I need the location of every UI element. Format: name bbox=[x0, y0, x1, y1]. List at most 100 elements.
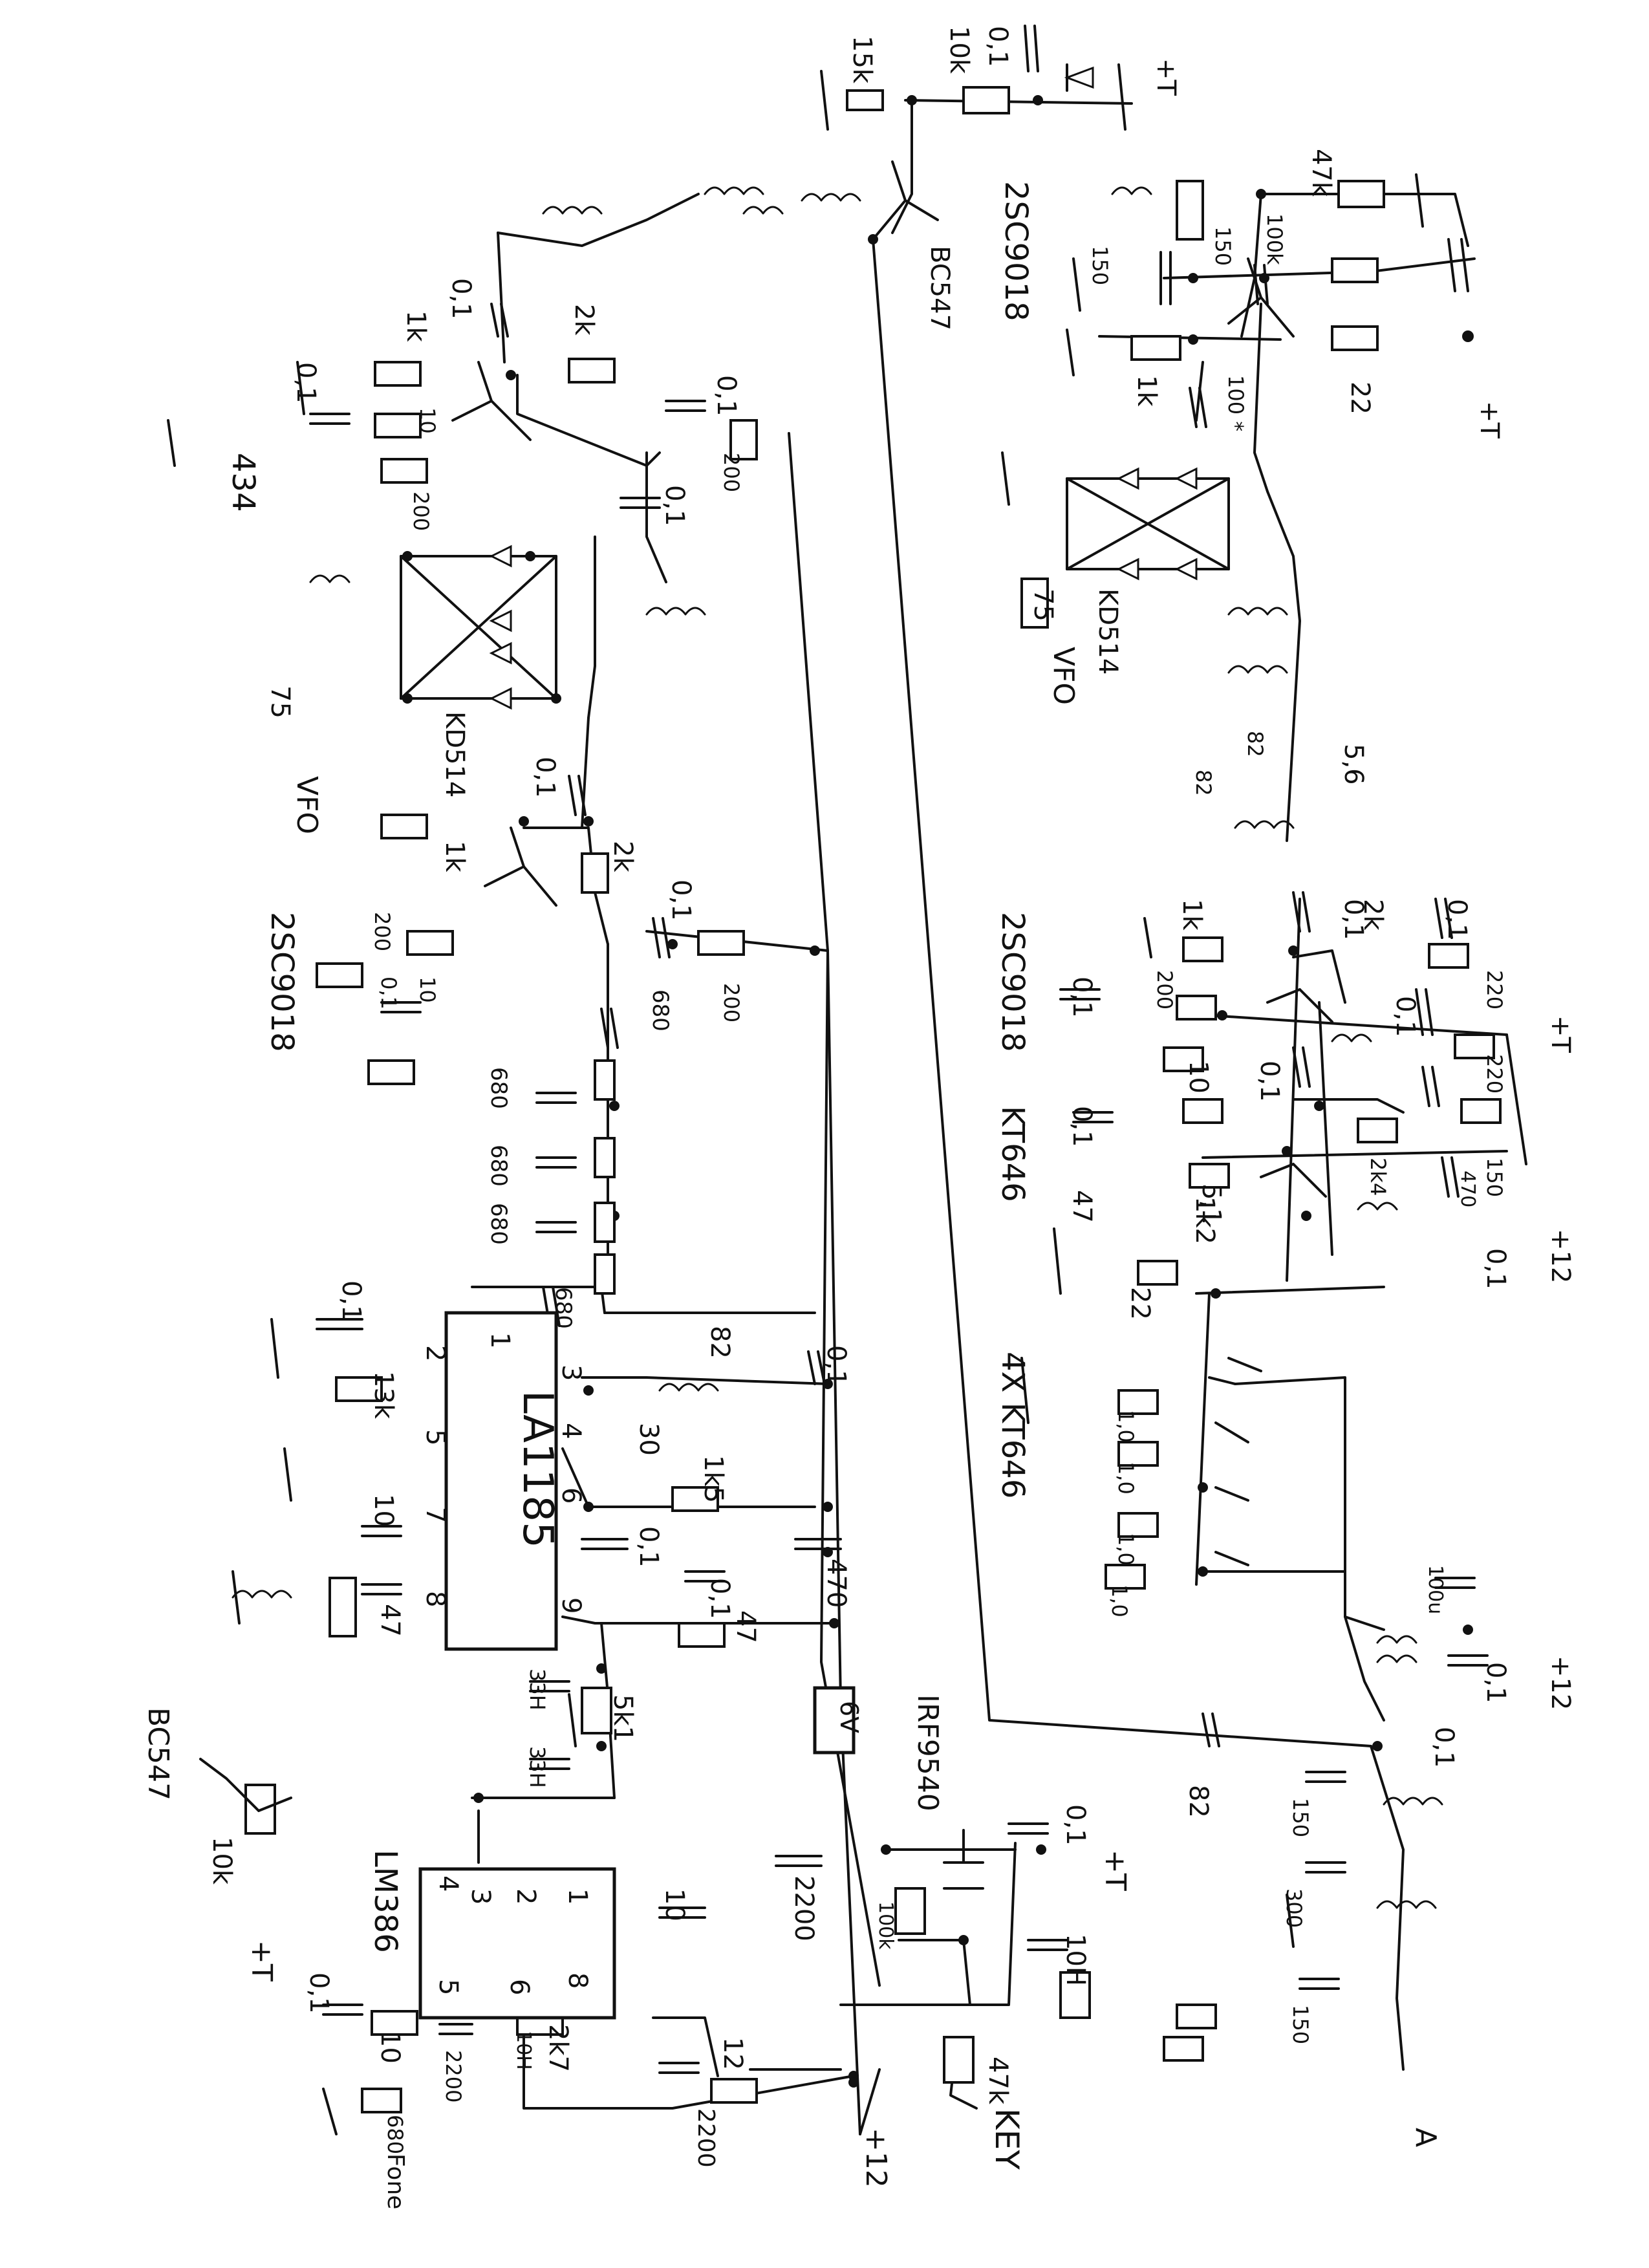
ic-la1185-body bbox=[444, 1311, 558, 1651]
label-c-01-top: 0,1 bbox=[983, 26, 1013, 67]
label-r-1k-top: 1k bbox=[1132, 375, 1161, 407]
label-c-01-r8: 0,1 bbox=[1481, 1662, 1511, 1703]
label-r-200-l3: 200 bbox=[370, 912, 394, 951]
label-r-51-r: 5,1 bbox=[1196, 1183, 1226, 1225]
label-c-01-l5: 0,1 bbox=[530, 757, 560, 798]
label-r-1k-r: 1k bbox=[1177, 899, 1207, 931]
label-lm-pin5: 5 bbox=[433, 1979, 463, 1995]
label-c-01-la4: 0,1 bbox=[705, 1578, 735, 1619]
label-c-01-l2: 0,1 bbox=[446, 278, 476, 319]
label-r-2k-l: 2k bbox=[569, 304, 599, 336]
label-q-bc547-mid: BC547 bbox=[925, 246, 954, 330]
label-c-01-la3: 0,1 bbox=[634, 1526, 663, 1568]
label-r-150-r: 150 bbox=[1482, 1158, 1507, 1197]
label-rail-plus-t-out: +T bbox=[1099, 1850, 1132, 1891]
label-c-10n-low: 10H bbox=[1061, 1934, 1090, 1986]
label-c-01-r9: 0,1 bbox=[1429, 1727, 1459, 1768]
label-r-220-r1: 220 bbox=[1482, 970, 1507, 1010]
inductors bbox=[232, 186, 1443, 1909]
label-c-30: 30 bbox=[634, 1423, 663, 1456]
label-c-680-e: 680 bbox=[550, 1287, 576, 1329]
label-r-47k-top: 47k bbox=[1306, 149, 1336, 197]
label-c-01-r3: 0,1 bbox=[1067, 977, 1097, 1018]
label-r-220-r2: 220 bbox=[1482, 1054, 1507, 1094]
wiring bbox=[471, 99, 1527, 2135]
label-c-01-l6: 0,1 bbox=[376, 977, 401, 1010]
label-q-bc547-low: BC547 bbox=[142, 1707, 175, 1800]
mixer-left bbox=[400, 545, 557, 710]
label-r-15k: 15k bbox=[847, 36, 877, 84]
label-c-680-lm: 680 bbox=[383, 2115, 407, 2154]
label-c-01-l7: 0,1 bbox=[666, 880, 696, 921]
label-ic-lm386: LM386 bbox=[367, 1850, 404, 1953]
label-r-10-b: 1,0 bbox=[1114, 1462, 1138, 1495]
label-r-2k-r: 2k bbox=[1358, 899, 1388, 931]
label-vfo-left: VFO bbox=[290, 776, 323, 834]
label-lm-pin3: 3 bbox=[466, 1888, 495, 1905]
label-c-01-la2: 0,1 bbox=[821, 1345, 851, 1387]
label-la-pin4: 4 bbox=[556, 1423, 586, 1439]
label-c-100-star: 100 * bbox=[1223, 375, 1248, 431]
mixer-top bbox=[1066, 467, 1230, 581]
label-c-680-d: 680 bbox=[486, 1203, 512, 1245]
label-r-10-r: 10 bbox=[1183, 1061, 1213, 1094]
label-c-33n-b: 33H bbox=[525, 1746, 550, 1788]
label-c-01-l3: 0,1 bbox=[711, 375, 741, 416]
label-c-82-out: 82 bbox=[1183, 1785, 1213, 1818]
label-r-13k: 13k bbox=[369, 1371, 398, 1420]
label-r-200-l: 200 bbox=[409, 491, 433, 531]
label-r-47-la: 47 bbox=[731, 1610, 760, 1643]
label-c-150a: 150 bbox=[1088, 246, 1112, 285]
label-r-200-r: 200 bbox=[1152, 970, 1177, 1010]
label-r-1k-l: 1k bbox=[401, 310, 431, 342]
label-lm-pin8: 8 bbox=[563, 1972, 592, 1989]
label-r-2k-l2: 2k bbox=[608, 841, 638, 872]
label-c-01-l4: 0,1 bbox=[660, 485, 689, 526]
label-rail-plus-t-top: +T bbox=[1151, 58, 1181, 96]
label-la-pin9: 9 bbox=[556, 1597, 586, 1614]
label-r-10-l2: 10 bbox=[415, 977, 440, 1003]
label-r-200-l2: 200 bbox=[719, 453, 744, 492]
label-c-150-out1: 150 bbox=[1288, 1798, 1313, 1837]
label-r-100k: 100k bbox=[1262, 213, 1287, 265]
label-c-680-b: 680 bbox=[486, 1067, 512, 1109]
crystals bbox=[329, 180, 1204, 1637]
label-c-82p: 82 bbox=[705, 1326, 735, 1359]
label-r-2k7: 2k7 bbox=[543, 2024, 573, 2072]
label-ic-la1185: LA1185 bbox=[513, 1390, 561, 1548]
label-r-22-top: 22 bbox=[1345, 382, 1375, 415]
label-la-pin7: 7 bbox=[420, 1507, 450, 1523]
label-lm-pin4: 4 bbox=[433, 1875, 463, 1892]
label-r-2k4: 2k4 bbox=[1366, 1158, 1390, 1196]
label-r-10-lm: 10 bbox=[375, 2031, 405, 2064]
label-rail-plus-t-rmid: +T bbox=[1546, 1015, 1575, 1053]
label-c-47-la: 47 bbox=[375, 1604, 405, 1637]
label-c-01-lm: 0,1 bbox=[304, 1972, 334, 2014]
label-lm-pin2: 2 bbox=[511, 1888, 541, 1905]
label-c-150-out2: 150 bbox=[1288, 2005, 1313, 2044]
label-la-pin1: 1 bbox=[485, 1332, 515, 1348]
label-c-01-r5: 0,1 bbox=[1255, 1061, 1284, 1102]
label-r-22-r: 22 bbox=[1125, 1287, 1155, 1320]
label-c-470-r: 470 bbox=[1456, 1171, 1479, 1207]
label-vfo-right: VFO bbox=[1047, 647, 1080, 705]
label-la-pin5: 5 bbox=[420, 1429, 450, 1445]
label-r-75-right: 75 bbox=[1028, 589, 1058, 621]
label-r-10k-low: 10k bbox=[207, 1837, 237, 1885]
label-la-pin3: 3 bbox=[556, 1365, 586, 1381]
capacitors bbox=[309, 25, 1489, 2074]
label-rail-plus12-low: +12 bbox=[859, 2128, 892, 2188]
label-q-4x-kt646: 4X KT646 bbox=[995, 1352, 1031, 1498]
label-c-150b: 150 bbox=[1211, 226, 1235, 266]
label-c-10-la: 10 bbox=[369, 1494, 398, 1527]
label-r-10k-top: 10k bbox=[944, 26, 974, 74]
label-c-2200-lm: 2200 bbox=[441, 2050, 466, 2102]
label-la-pin2: 2 bbox=[420, 1345, 450, 1361]
label-lm-pin6: 6 bbox=[504, 1979, 534, 1995]
label-l-56: 5,6 bbox=[1339, 744, 1368, 785]
label-c-01-r2: 0,1 bbox=[1442, 899, 1472, 940]
label-lm-pin1: 1 bbox=[563, 1888, 592, 1905]
label-c-300: 300 bbox=[1282, 1888, 1306, 1928]
label-rail-plus12-rlow: +12 bbox=[1546, 1656, 1575, 1710]
label-ant-a: A bbox=[1409, 2128, 1442, 2147]
